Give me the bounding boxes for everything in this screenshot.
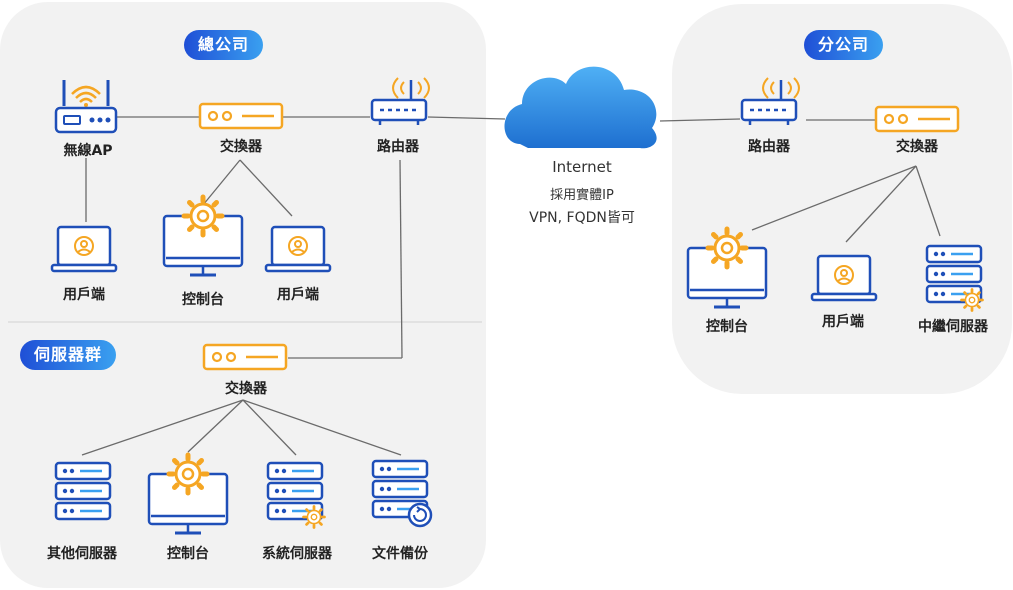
server-switch-icon bbox=[202, 343, 288, 371]
branch-client-label: 用戶端 bbox=[822, 314, 864, 330]
server-group-title: 伺服器群 bbox=[20, 340, 117, 370]
branch-switch-label: 交換器 bbox=[896, 139, 938, 155]
other-servers-icon bbox=[54, 461, 112, 521]
hq-client-1-laptop-icon bbox=[50, 225, 118, 273]
hq-router-label: 路由器 bbox=[377, 139, 419, 155]
hq-client-2-label: 用戶端 bbox=[277, 287, 319, 303]
system-server-icon bbox=[266, 461, 326, 529]
headquarters-title: 總公司 bbox=[184, 30, 264, 60]
hq-console-label: 控制台 bbox=[182, 292, 224, 308]
branch-title: 分公司 bbox=[804, 30, 884, 60]
internet-title: Internet bbox=[552, 158, 612, 176]
wireless-ap-icon bbox=[54, 78, 118, 134]
file-backup-icon bbox=[371, 459, 433, 528]
relay-server-label: 中繼伺服器 bbox=[918, 319, 988, 335]
internet-line-2: VPN, FQDN皆可 bbox=[529, 210, 635, 226]
branch-router-label: 路由器 bbox=[748, 139, 790, 155]
relay-server-icon bbox=[925, 244, 984, 312]
file-backup-label: 文件備份 bbox=[372, 546, 428, 562]
cloud-icon bbox=[504, 66, 657, 149]
internet-line-1: 採用實體IP bbox=[550, 188, 614, 203]
hq-switch-icon bbox=[198, 102, 284, 130]
system-server-label: 系統伺服器 bbox=[262, 546, 332, 562]
branch-console-label: 控制台 bbox=[706, 319, 748, 335]
server-console-label: 控制台 bbox=[167, 546, 209, 562]
branch-client-laptop-icon bbox=[810, 254, 878, 302]
connection-lines bbox=[81, 116, 941, 456]
hq-client-2-laptop-icon bbox=[264, 225, 332, 273]
server-switch-label: 交換器 bbox=[225, 381, 267, 397]
wireless-ap-label: 無線AP bbox=[63, 143, 113, 159]
other-servers-label: 其他伺服器 bbox=[47, 546, 117, 562]
hq-client-1-label: 用戶端 bbox=[63, 287, 105, 303]
branch-switch-icon bbox=[874, 105, 960, 133]
hq-switch-label: 交換器 bbox=[220, 139, 262, 155]
